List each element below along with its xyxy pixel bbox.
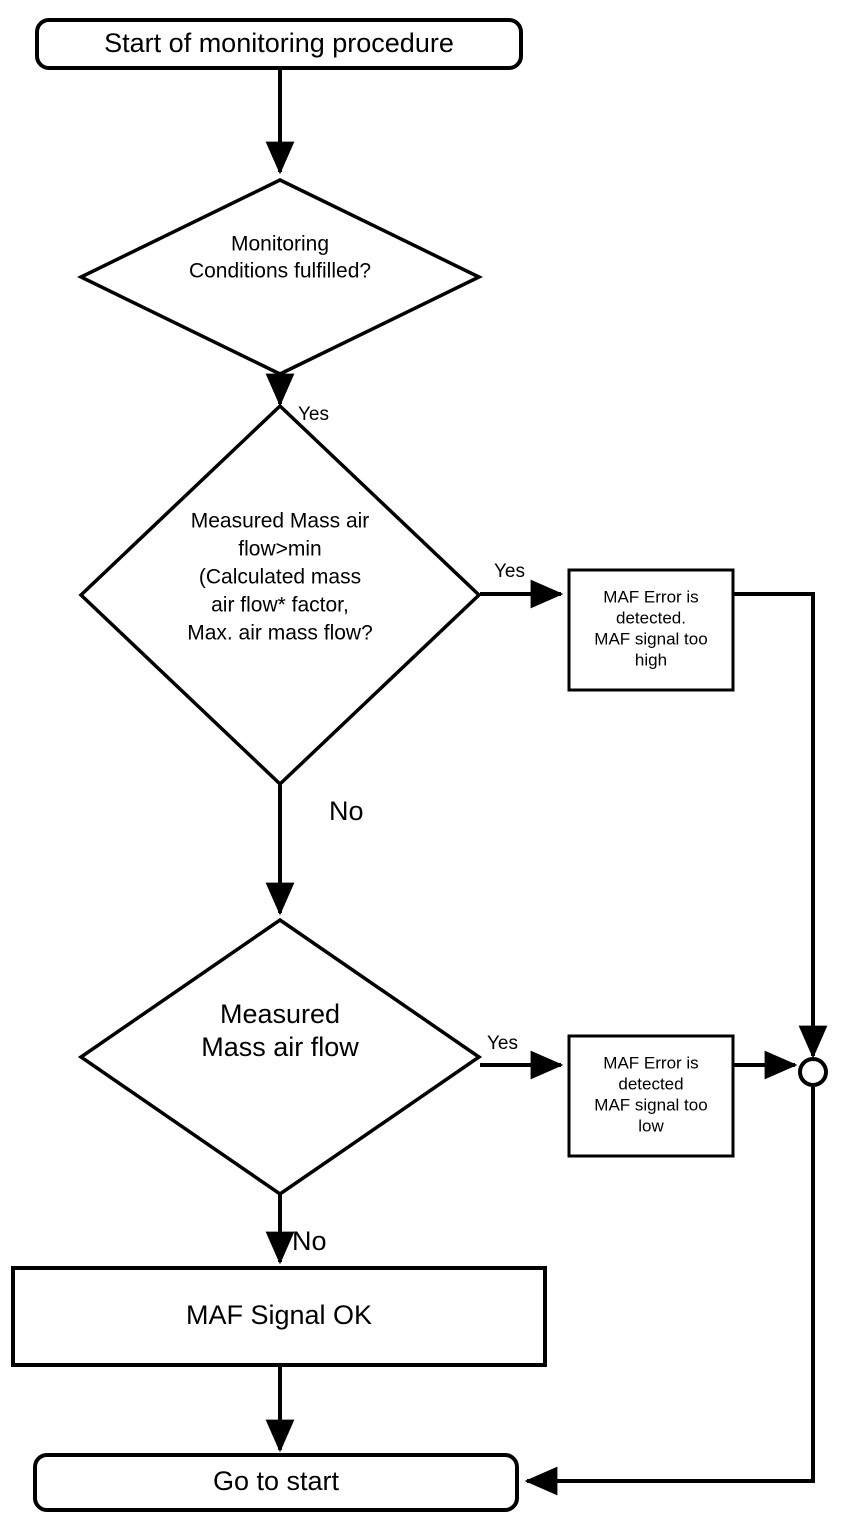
- decision-conditions-line1: Monitoring: [231, 233, 329, 256]
- node-decision-maf-low[interactable]: Measured Mass air flow: [77, 917, 483, 1197]
- decision-maf-high-line5: Max. air mass flow?: [187, 622, 373, 645]
- error-high-line1: MAF Error is: [603, 587, 698, 606]
- decision-maf-high-line2: flow>min: [238, 538, 321, 561]
- decision-maf-low-line1: Measured: [220, 999, 340, 1029]
- edge-label-maf-low-yes: Yes: [487, 1033, 518, 1054]
- error-low-shape: [567, 1034, 735, 1158]
- go-to-start-label: Go to start: [213, 1466, 340, 1496]
- node-error-high[interactable]: MAF Error is detected. MAF signal too hi…: [567, 568, 735, 692]
- signal-ok-shape: [11, 1266, 547, 1367]
- node-error-low[interactable]: MAF Error is detected MAF signal too low: [567, 1034, 735, 1158]
- edge-label-maf-low-no: No: [292, 1226, 327, 1256]
- decision-maf-high-line3: (Calculated mass: [199, 566, 361, 589]
- error-high-line3: MAF signal too: [594, 629, 707, 648]
- go-to-start-shape: [33, 1453, 519, 1512]
- edge-label-maf-high-no: No: [329, 796, 364, 826]
- connector-error-high-to-junction: [734, 592, 828, 1059]
- error-low-line1: MAF Error is: [603, 1053, 698, 1072]
- start-shape: [35, 18, 523, 70]
- start-label: Start of monitoring procedure: [104, 28, 454, 58]
- decision-maf-high-line1: Measured Mass air: [191, 510, 370, 533]
- signal-ok-label: MAF Signal OK: [186, 1300, 372, 1330]
- decision-maf-high-shape: [78, 403, 482, 787]
- node-decision-conditions[interactable]: Monitoring Conditions fulfilled?: [77, 178, 483, 376]
- error-low-line3: MAF signal too: [594, 1095, 707, 1114]
- node-signal-ok[interactable]: MAF Signal OK: [11, 1266, 547, 1367]
- merge-junction-icon: [798, 1057, 828, 1087]
- decision-maf-low-line2: Mass air flow: [201, 1032, 359, 1062]
- error-low-line2: detected: [618, 1074, 683, 1093]
- decision-conditions-line2: Conditions fulfilled?: [189, 260, 371, 283]
- decision-maf-high-line4: air flow* factor,: [211, 594, 349, 617]
- connector-junction-to-go-to-start: [524, 1087, 815, 1496]
- error-high-line4: high: [635, 650, 667, 669]
- edge-label-maf-high-yes: Yes: [494, 561, 525, 582]
- edge-label-conditions-yes: Yes: [298, 404, 329, 425]
- error-low-line4: low: [638, 1116, 664, 1135]
- decision-conditions-shape: [77, 178, 483, 376]
- error-high-line2: detected.: [616, 608, 686, 627]
- node-go-to-start[interactable]: Go to start: [33, 1453, 519, 1512]
- error-high-shape: [567, 568, 735, 692]
- node-start[interactable]: Start of monitoring procedure: [35, 18, 523, 70]
- decision-maf-low-shape: [77, 917, 483, 1197]
- node-decision-maf-high[interactable]: Measured Mass air flow>min (Calculated m…: [78, 403, 482, 787]
